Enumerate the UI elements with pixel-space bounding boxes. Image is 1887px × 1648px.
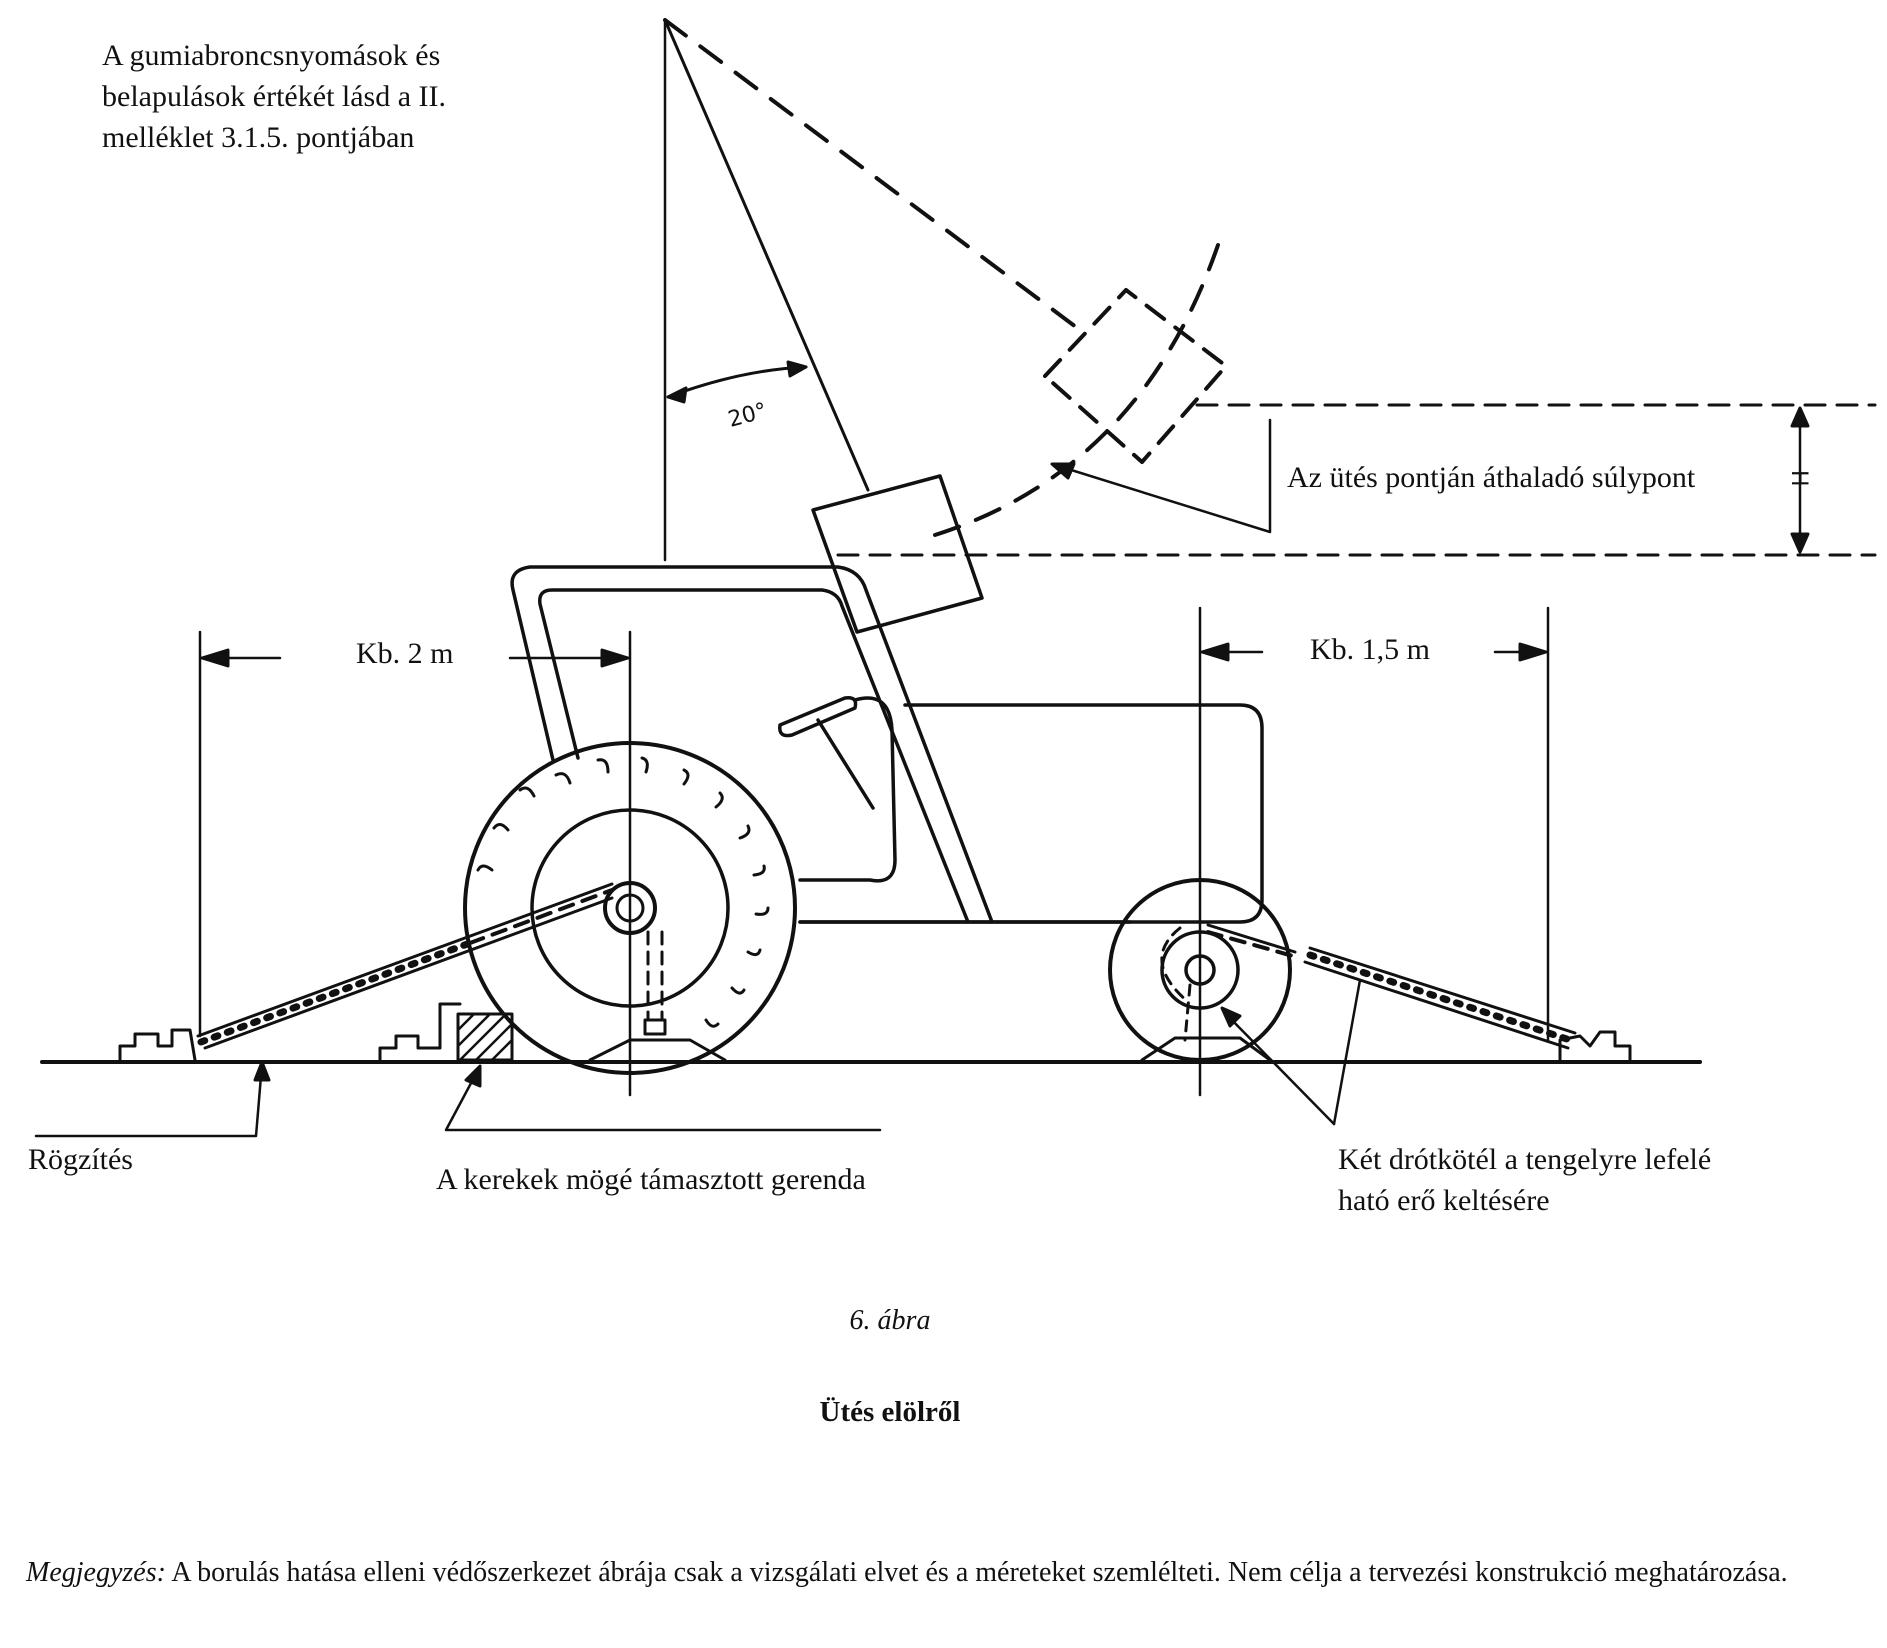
wheel-chock-front <box>1140 1036 1272 1062</box>
front-cable-dashed <box>1206 930 1302 960</box>
beam-anchor <box>378 1002 462 1062</box>
figure-number: 6. ábra <box>849 1305 931 1336</box>
pendulum-arm <box>663 18 870 492</box>
swing-arc <box>933 243 1220 537</box>
tire-note-line1: A gumiabroncsnyomások és <box>102 39 441 72</box>
figure-title: Ütés elölről <box>819 1396 961 1428</box>
support-beam-hatch <box>456 1012 514 1062</box>
pendulum-arm-swung <box>663 18 1082 332</box>
steering-wheel <box>778 695 858 738</box>
rear-cable-dashed <box>468 888 614 945</box>
front-cable-anchor <box>1558 1030 1632 1062</box>
note-prefix: Megjegyzés: <box>26 1557 166 1588</box>
cable-leader-arrow-a <box>1220 1006 1242 1028</box>
angle-arc <box>666 365 808 399</box>
rear-axle-anchor <box>643 1018 667 1036</box>
rear-cable-anchor <box>118 1028 197 1062</box>
wheel-chock-rear <box>588 1038 727 1062</box>
cables-label-line2: ható erő keltésére <box>1338 1184 1550 1217</box>
rear-cable-hatch <box>197 939 474 1046</box>
front-cable-hatch <box>1306 951 1574 1044</box>
height-arrow-top <box>1790 406 1810 428</box>
rear-distance-label: Kb. 2 m <box>356 637 454 670</box>
note-text: A borulás hatása elleni védőszerkezet áb… <box>171 1557 1788 1588</box>
figure-note: Megjegyzés: A borulás hatása elleni védő… <box>26 1557 1876 1589</box>
rear-distance-arrowhead-right <box>600 648 630 668</box>
cg-leader-arrow <box>1050 462 1076 480</box>
front-cable <box>1206 923 1577 1050</box>
pendulum-block-swung <box>1043 288 1228 464</box>
anchoring-leader <box>34 1062 264 1138</box>
beam-label: A kerekek mögé támasztott gerenda <box>436 1163 866 1196</box>
height-arrow-bottom <box>1790 532 1810 554</box>
rear-cable <box>196 882 614 1050</box>
front-distance-arrowhead-left <box>1200 642 1230 662</box>
cables-label-line1: Két drótkötél a tengelyre lefelé <box>1338 1143 1712 1176</box>
support-beam <box>456 1012 514 1062</box>
beam-leader <box>444 1068 882 1132</box>
anchoring-label: Rögzítés <box>28 1143 133 1176</box>
front-distance-arrowhead-right <box>1518 642 1548 662</box>
front-distance-label: Kb. 1,5 m <box>1310 633 1430 666</box>
impact-cg-label: Az ütés pontján áthaladó súlypont <box>1287 461 1696 494</box>
steering-column <box>816 718 875 810</box>
rear-distance-arrowhead-left <box>200 648 230 668</box>
tire-note-line2: belapulások értékét lásd a II. <box>102 80 447 113</box>
front-wheel-dashed-hub <box>1160 926 1190 1004</box>
cable-leader-a <box>1222 1010 1336 1126</box>
front-axle-tie <box>1183 983 1192 1042</box>
cg-leader <box>1050 418 1272 534</box>
angle-arrow-left <box>666 386 688 404</box>
beam-leader-arrow <box>464 1064 482 1088</box>
rops-frame-outer <box>510 565 994 924</box>
cable-leader-b <box>1332 978 1362 1126</box>
pendulum-block <box>811 474 984 634</box>
rops-frame-inner <box>538 588 970 924</box>
tractor-hood <box>798 703 1264 924</box>
tire-note-line3: melléklet 3.1.5. pontjában <box>102 121 415 154</box>
anchoring-leader-arrow <box>253 1060 271 1082</box>
height-label: H <box>1786 470 1811 487</box>
angle-label: 20° <box>726 398 770 432</box>
angle-arrow-right <box>786 360 808 378</box>
tractor-seat <box>798 696 897 883</box>
rear-wheel-tread <box>476 756 770 1028</box>
